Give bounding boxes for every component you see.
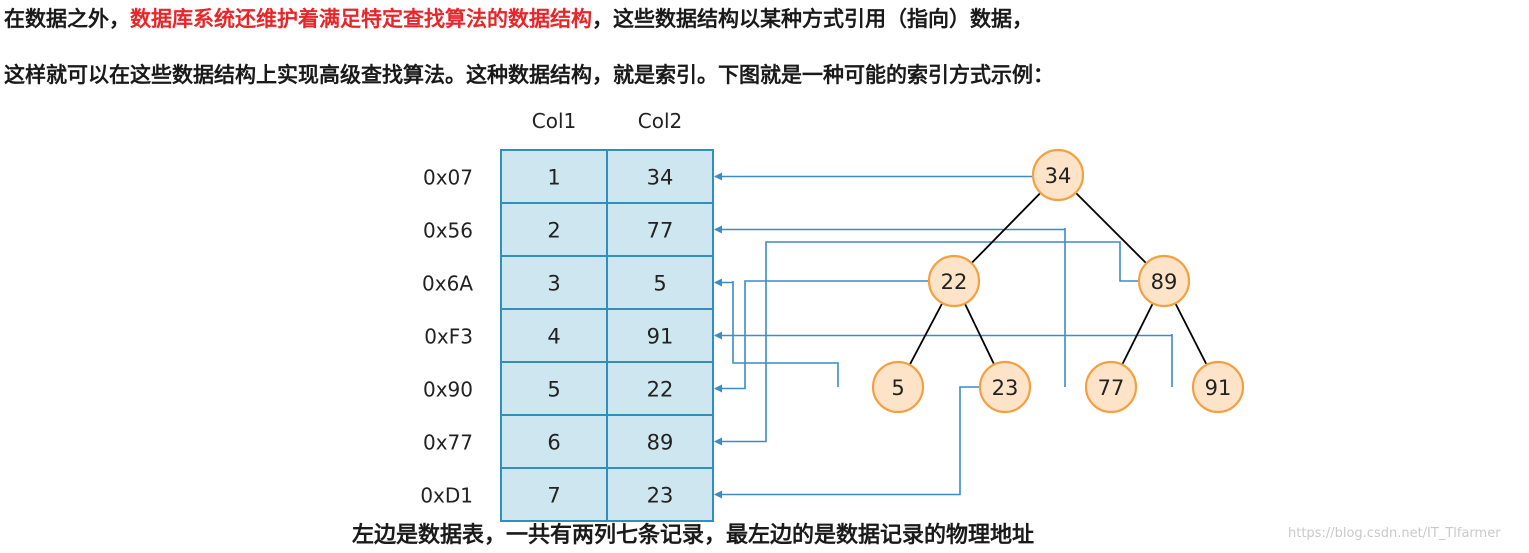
tree-node-22: 22 <box>927 254 981 308</box>
tree-node-34: 34 <box>1031 148 1085 202</box>
table-cell-col2 <box>606 149 714 204</box>
tree-node-circle <box>1137 254 1191 308</box>
diagram-caption: 左边是数据表，一共有两列七条记录，最左边的是数据记录的物理地址 <box>352 523 1035 548</box>
cell-value-col1: 1 <box>547 166 560 190</box>
cell-value-col1: 2 <box>547 219 560 243</box>
intro-highlight: 数据库系统还维护着满足特定查找算法的数据结构 <box>130 7 592 31</box>
cell-value-col2: 34 <box>647 166 674 190</box>
tree-node-circle <box>1191 360 1245 414</box>
row-address: 0x90 <box>423 378 473 402</box>
pointer-arrow-5 <box>714 278 839 387</box>
column-header-1: Col1 <box>532 109 576 133</box>
row-address: 0x6A <box>422 272 473 296</box>
cell-value-col1: 7 <box>547 484 560 508</box>
cell-value-col2: 77 <box>647 219 674 243</box>
table-row: 5 22 <box>500 361 714 416</box>
cell-value-col1: 4 <box>547 325 560 349</box>
row-address: 0x56 <box>423 219 473 243</box>
table-row: 1 34 <box>500 149 714 204</box>
tree-node-89: 89 <box>1137 254 1191 308</box>
tree-node-label: 91 <box>1205 376 1232 400</box>
table-cell-col1 <box>500 149 608 204</box>
table-row: 6 89 <box>500 414 714 469</box>
watermark: https://blog.csdn.net/IT_Tlfarmer <box>1288 526 1501 541</box>
table-cell-col1 <box>500 308 608 363</box>
cell-value-col1: 5 <box>547 378 560 402</box>
tree-node-circle <box>871 360 925 414</box>
table-cell-col2 <box>606 414 714 469</box>
intro-line-1-prefix: 在数据之外， <box>4 7 130 31</box>
row-address: 0xD1 <box>420 484 473 508</box>
table-cell-col1 <box>500 361 608 416</box>
tree-node-23: 23 <box>978 360 1032 414</box>
tree-node-circle <box>1031 148 1085 202</box>
intro-line-1-suffix: ，这些数据结构以某种方式引用（指向）数据， <box>592 7 1033 31</box>
table-row: 4 91 <box>500 308 714 363</box>
cell-value-col2: 91 <box>647 325 674 349</box>
table-row: 2 77 <box>500 202 714 257</box>
cell-value-col2: 5 <box>653 272 666 296</box>
pointer-arrow-91 <box>714 331 1173 387</box>
pointer-arrow-23 <box>714 386 980 499</box>
tree-node-5: 5 <box>871 360 925 414</box>
row-address: 0x07 <box>423 166 473 190</box>
tree-node-91: 91 <box>1191 360 1245 414</box>
table-cell-col2 <box>606 467 714 522</box>
tree-node-label: 89 <box>1151 270 1178 294</box>
intro-line-1: 在数据之外，数据库系统还维护着满足特定查找算法的数据结构，这些数据结构以某种方式… <box>4 4 1524 34</box>
row-address: 0x77 <box>423 431 473 455</box>
tree-node-77: 77 <box>1084 360 1138 414</box>
row-address: 0xF3 <box>424 325 473 349</box>
pointer-arrow-34 <box>714 172 1034 181</box>
table-cell-col1 <box>500 467 608 522</box>
cell-value-col1: 3 <box>547 272 560 296</box>
cell-value-col1: 6 <box>547 431 560 455</box>
tree-node-label: 5 <box>891 376 904 400</box>
cell-value-col2: 89 <box>647 431 674 455</box>
column-header-2: Col2 <box>638 109 682 133</box>
cell-value-col2: 23 <box>647 484 674 508</box>
pointer-arrow-77 <box>714 225 1066 387</box>
pointer-arrow-22 <box>714 280 929 393</box>
pointer-arrow-89 <box>714 241 1139 446</box>
tree-node-circle <box>927 254 981 308</box>
tree-node-circle <box>1084 360 1138 414</box>
tree-node-circle <box>978 360 1032 414</box>
cell-value-col2: 22 <box>647 378 674 402</box>
table-cell-col2 <box>606 202 714 257</box>
tree-node-label: 34 <box>1045 164 1072 188</box>
table-row: 7 23 <box>500 467 714 522</box>
tree-node-label: 77 <box>1098 376 1125 400</box>
table-cell-col2 <box>606 361 714 416</box>
intro-line-2: 这样就可以在这些数据结构上实现高级查找算法。这种数据结构，就是索引。下图就是一种… <box>4 63 1054 87</box>
tree-node-label: 23 <box>992 376 1019 400</box>
tree-node-label: 22 <box>941 270 968 294</box>
